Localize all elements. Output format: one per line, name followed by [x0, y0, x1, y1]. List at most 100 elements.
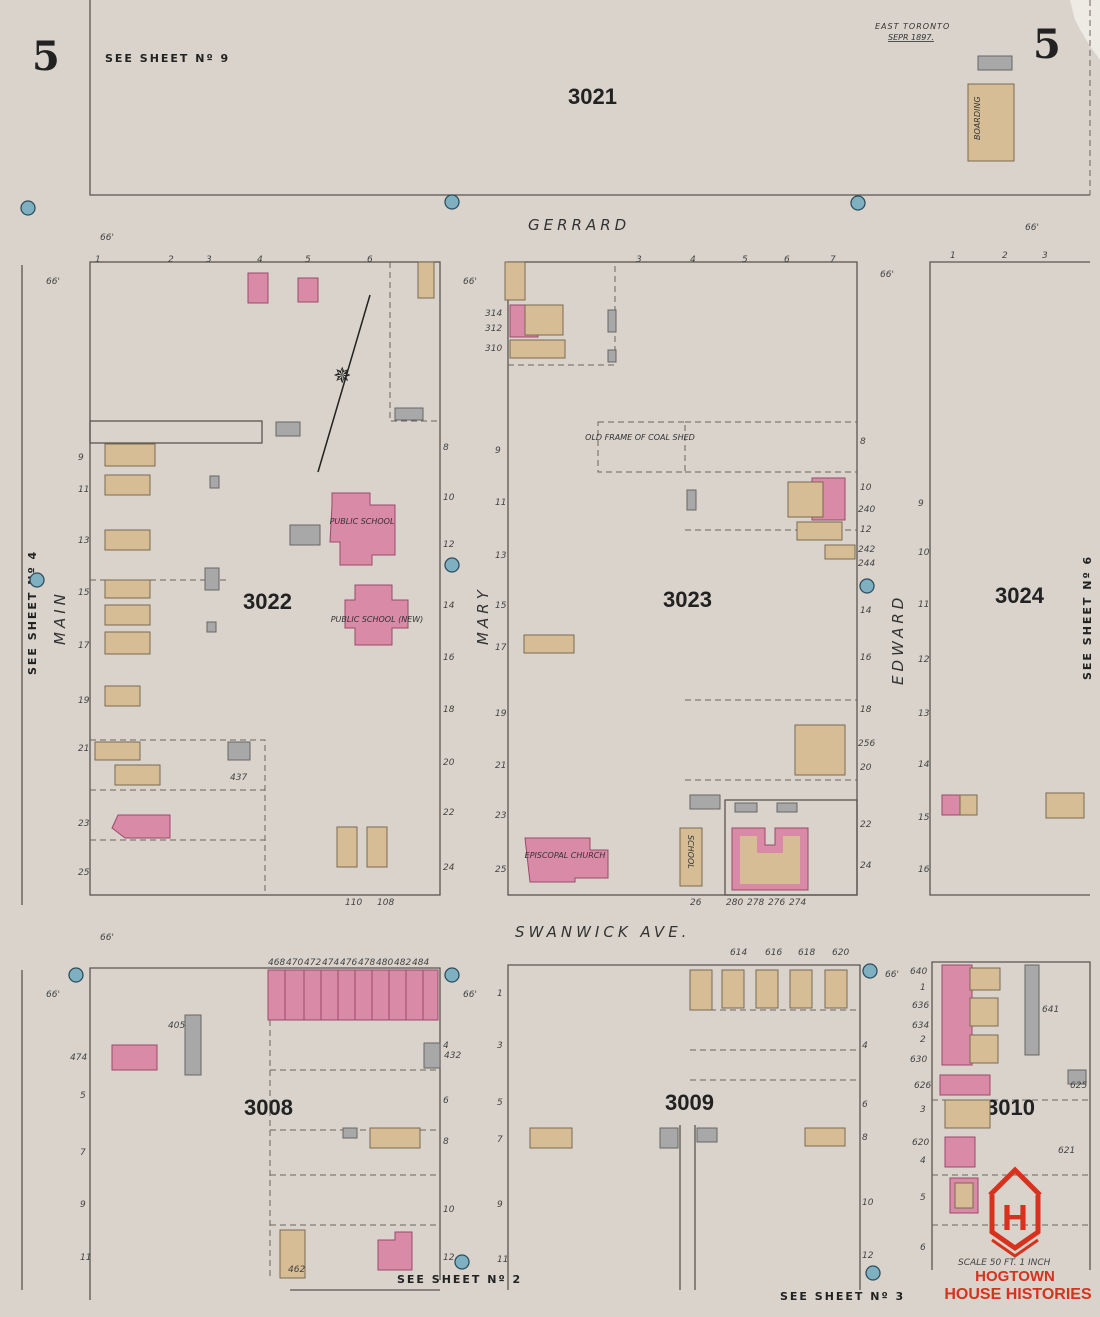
lot-number: 15: [78, 588, 90, 598]
sheet-ref-bottom-center: SEE SHEET Nº 2: [397, 1273, 522, 1286]
row-houses: [267, 969, 439, 1021]
lot-number: 8: [443, 443, 449, 453]
block-3023: OLD FRAME OF COAL SHED 3023 EPISCOPAL CH…: [504, 261, 858, 896]
lot-number: 634: [912, 1021, 929, 1031]
map-date: SEPR 1897.: [888, 33, 934, 42]
lot-number: 13: [495, 551, 507, 561]
lot-number: 14: [443, 601, 455, 611]
lot-number: 437: [230, 773, 247, 783]
logo-line2: HOUSE HISTORIES: [944, 1286, 1092, 1303]
lot-number: 20: [860, 763, 872, 773]
street-width: 66': [880, 270, 894, 280]
street-swanwick: SWANWICK AVE.: [515, 923, 690, 941]
lot-number: 18: [860, 705, 872, 715]
lot-number: 5: [742, 255, 748, 265]
sheet-ref-bottom-right: SEE SHEET Nº 3: [780, 1290, 905, 1303]
lot-number: 1: [497, 989, 503, 999]
lot-number: 621: [1058, 1146, 1075, 1156]
building-label-public-school-new: PUBLIC SCHOOL (NEW): [331, 615, 424, 624]
lot-number: 641: [1042, 1005, 1059, 1015]
lot-number: 482: [394, 958, 411, 968]
lot-number: 7: [497, 1135, 503, 1145]
lot-number: 16: [860, 653, 872, 663]
lot-number: 21: [495, 761, 506, 771]
hydrant-icon: [859, 578, 875, 594]
street-width: 66': [100, 933, 114, 943]
lot-number: 280: [726, 898, 743, 908]
map-title: EAST TORONTO: [875, 22, 950, 31]
lot-number: 20: [443, 758, 455, 768]
lot-number: 24: [443, 863, 455, 873]
lot-number: 4: [862, 1041, 868, 1051]
lot-number: 2: [1002, 251, 1008, 261]
lot-number: 21: [78, 744, 89, 754]
lot-number: 24: [860, 861, 872, 871]
lot-number: 2: [168, 255, 174, 265]
block-3010: 3010: [931, 961, 1091, 1270]
lot-number: 4: [257, 255, 263, 265]
block-number: 3009: [665, 1090, 714, 1115]
hydrant-icon: [444, 194, 460, 210]
lot-number: 3: [920, 1105, 926, 1115]
hydrant-icon: [29, 572, 45, 588]
block-3021: 3021 BOARDING: [89, 0, 1091, 196]
lot-number: 7: [830, 255, 836, 265]
lot-number: 10: [918, 548, 930, 558]
house-logo-icon: [988, 1166, 1042, 1197]
hogtown-logo: H HOGTOWN HOUSE HISTORIES: [944, 1166, 1092, 1303]
lot-number: 256: [858, 739, 875, 749]
fire-hydrants: [20, 194, 881, 1281]
lot-number: 14: [918, 760, 930, 770]
lot-number: 13: [78, 536, 90, 546]
lot-number: 4: [443, 1041, 449, 1051]
lot-number: 6: [367, 255, 373, 265]
block-3022: 3022 ✵ PUBLIC SCHOOL PUBLIC SCHOOL (NEW): [89, 261, 441, 896]
lot-number: 19: [78, 696, 90, 706]
lot-number: 1: [950, 251, 956, 261]
lot-number: 3: [1042, 251, 1048, 261]
logo-line1: HOGTOWN: [975, 1268, 1055, 1285]
lot-number: 1: [95, 255, 101, 265]
logo-mark: H: [1002, 1197, 1028, 1238]
lot-number: 5: [80, 1091, 86, 1101]
street-width: 66': [463, 990, 477, 1000]
lot-number: 10: [862, 1198, 874, 1208]
lot-number: 3: [636, 255, 642, 265]
lot-number: 620: [912, 1138, 929, 1148]
torn-corner: [1070, 0, 1100, 60]
lot-number: 478: [358, 958, 375, 968]
north-arrow-icon: [317, 294, 371, 473]
street-gerrard: GERRARD: [528, 216, 630, 234]
lot-number: 9: [495, 446, 501, 456]
lot-number: 6: [920, 1243, 926, 1253]
street-width: 66': [46, 990, 60, 1000]
building-label: BOARDING: [973, 96, 982, 140]
building-label-coal-shed: OLD FRAME OF COAL SHED: [585, 433, 695, 442]
building-label-public-school: PUBLIC SCHOOL: [330, 517, 395, 526]
street-width: 66': [1025, 223, 1039, 233]
hydrant-icon: [454, 1254, 470, 1270]
lot-number: 10: [443, 1205, 455, 1215]
sheet-ref-top: SEE SHEET Nº 9: [105, 52, 230, 65]
block-number: 3022: [243, 589, 292, 614]
lot-number: 462: [288, 1265, 305, 1275]
street-width: 66': [463, 277, 477, 287]
lot-number: 19: [495, 709, 507, 719]
lot-number: 4: [920, 1156, 926, 1166]
lot-number: 618: [798, 948, 815, 958]
lot-number: 10: [443, 493, 455, 503]
hydrant-icon: [850, 195, 866, 211]
street-mary: MARY: [474, 586, 492, 645]
lot-number: 22: [443, 808, 455, 818]
hydrant-icon: [68, 967, 84, 983]
lot-number: 6: [862, 1100, 868, 1110]
lot-number: 12: [918, 655, 930, 665]
street-width: 66': [885, 970, 899, 980]
lot-number: 276: [768, 898, 785, 908]
block-number: 3023: [663, 587, 712, 612]
lot-number: 480: [376, 958, 393, 968]
lot-number: 10: [860, 483, 872, 493]
hydrant-icon: [862, 963, 878, 979]
